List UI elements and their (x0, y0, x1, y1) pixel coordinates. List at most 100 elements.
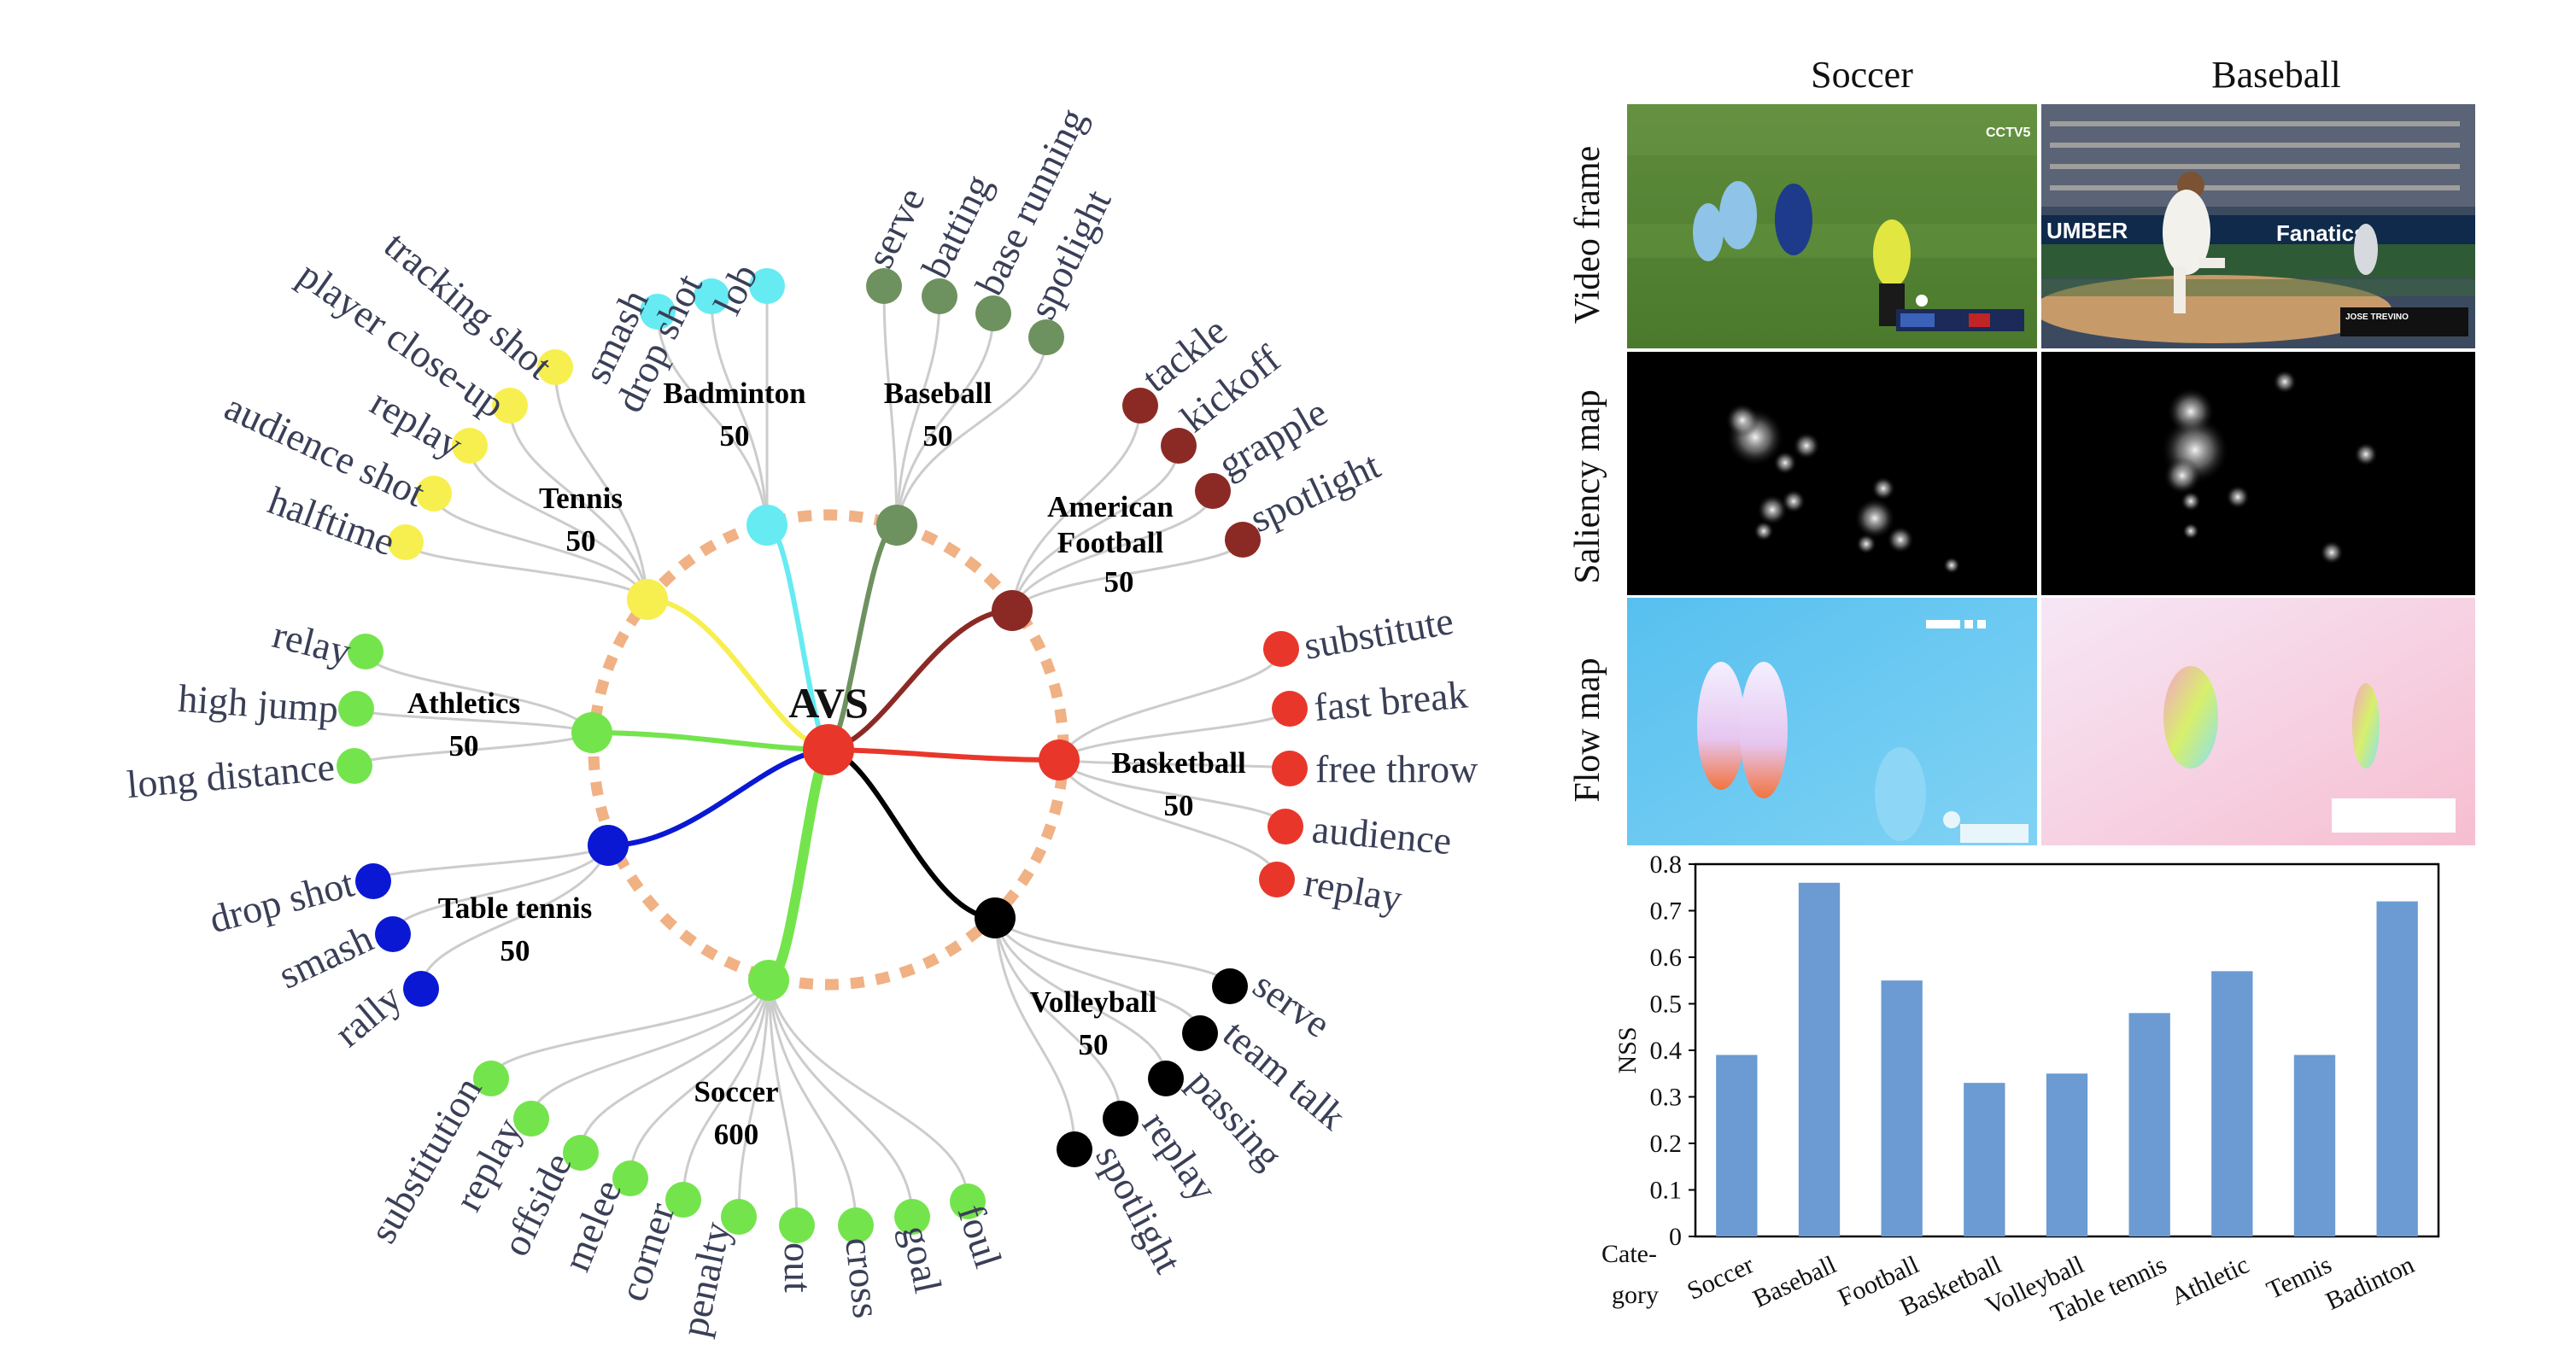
leaf-label-tabletennis-1: smash (272, 916, 379, 997)
leaf-node-athletics-2[interactable] (337, 748, 372, 784)
leaf-node-badminton-1[interactable] (694, 278, 729, 314)
leaf-node-volleyball-2[interactable] (1148, 1061, 1184, 1096)
leaf-node-tennis-4[interactable] (388, 524, 424, 560)
leaf-node-baseball-3[interactable] (1028, 319, 1064, 355)
leaf-node-basketball-3[interactable] (1268, 809, 1303, 845)
category-node-baseball[interactable] (876, 505, 917, 546)
leaf-node-volleyball-0[interactable] (1212, 968, 1248, 1004)
category-node-athletics[interactable] (571, 712, 612, 753)
x-tick-label: Volleyball (1982, 1250, 2088, 1320)
leaf-node-tennis-2[interactable] (452, 428, 488, 464)
leaf-node-soccer-7[interactable] (838, 1207, 874, 1243)
leaf-node-football-0[interactable] (1122, 388, 1158, 424)
leaf-link (993, 917, 1122, 1119)
leaf-label-soccer-7: cross (837, 1236, 889, 1320)
leaf-node-tabletennis-2[interactable] (403, 971, 439, 1007)
leaf-node-tabletennis-1[interactable] (375, 916, 411, 952)
baseball-ad-text: Fanatics (2276, 220, 2367, 246)
category-count-volleyball: 50 (1079, 1028, 1109, 1061)
leaf-link (656, 311, 769, 526)
leaf-node-basketball-0[interactable] (1263, 631, 1299, 667)
leaf-link (1010, 405, 1142, 611)
x-tick-label: Football (1834, 1250, 1923, 1312)
leaf-label-soccer-4: corner (611, 1197, 683, 1306)
leaf-node-volleyball-4[interactable] (1057, 1131, 1092, 1167)
leaf-label-basketball-3: audience (1310, 807, 1453, 862)
leaf-node-baseball-1[interactable] (922, 278, 957, 314)
category-node-badminton[interactable] (746, 505, 787, 546)
category-link-basketball (826, 747, 1062, 763)
leaf-node-football-1[interactable] (1161, 428, 1197, 464)
row-label-flow-map: Flow map (1568, 658, 1607, 803)
row-label-video-frame: Video frame (1568, 145, 1607, 324)
category-node-tennis[interactable] (627, 579, 668, 620)
leaf-link (1057, 759, 1279, 880)
category-count-baseball: 50 (923, 419, 953, 453)
leaf-link (372, 844, 609, 883)
leaf-node-soccer-2[interactable] (563, 1135, 599, 1171)
leaf-link (993, 917, 1168, 1079)
x-tick-label: Badinton (2321, 1250, 2419, 1315)
baseball-video-frame: UMBER Fanatics JOSE TREVINO (2041, 104, 2475, 348)
category-count-basketball: 50 (1164, 789, 1194, 822)
leaf-label-basketball-2: free throw (1315, 747, 1478, 791)
category-node-football[interactable] (992, 590, 1033, 631)
leaf-node-basketball-4[interactable] (1259, 862, 1295, 897)
leaf-node-soccer-6[interactable] (779, 1207, 815, 1243)
category-node-tabletennis[interactable] (588, 825, 629, 866)
category-node-soccer[interactable] (748, 960, 789, 1001)
leaf-node-volleyball-1[interactable] (1182, 1015, 1218, 1051)
baseball-flow-map (2041, 598, 2475, 845)
category-node-basketball[interactable] (1039, 739, 1080, 780)
leaf-link (419, 845, 610, 990)
leaf-link (895, 336, 1048, 526)
leaf-node-tennis-3[interactable] (416, 476, 452, 511)
bar-4 (2046, 1073, 2088, 1236)
leaf-link (993, 917, 1202, 1034)
row-label-saliency-map: Saliency map (1568, 389, 1607, 584)
leaf-node-tennis-0[interactable] (537, 349, 573, 385)
leaf-node-basketball-1[interactable] (1272, 691, 1308, 727)
leaf-label-soccer-9: foul (949, 1199, 1010, 1272)
y-tick-label: 0.4 (1650, 1037, 1683, 1065)
bar-1 (1798, 882, 1841, 1236)
root-label: AVS (788, 679, 869, 727)
leaf-node-baseball-0[interactable] (866, 268, 902, 304)
leaf-node-soccer-9[interactable] (950, 1184, 986, 1219)
leaf-node-badminton-2[interactable] (749, 268, 785, 304)
leaf-link (468, 445, 649, 600)
leaf-link (489, 979, 770, 1079)
y-tick-label: 0.1 (1650, 1177, 1683, 1205)
leaf-node-soccer-1[interactable] (513, 1101, 549, 1137)
bar-8 (2376, 901, 2418, 1236)
bar-3 (1964, 1083, 2005, 1236)
leaf-link (767, 979, 914, 1218)
y-axis-title: NSS (1613, 1026, 1642, 1073)
leaf-link (508, 405, 649, 600)
category-link-tabletennis (606, 747, 831, 848)
leaf-link (767, 979, 858, 1226)
leaf-node-football-2[interactable] (1195, 473, 1231, 509)
leaf-node-tabletennis-0[interactable] (355, 863, 391, 899)
leaf-node-volleyball-3[interactable] (1103, 1101, 1139, 1137)
category-link-tennis (645, 597, 831, 752)
leaf-label-basketball-1: fast break (1312, 672, 1469, 729)
leaf-node-athletics-0[interactable] (348, 634, 383, 669)
leaf-node-basketball-2[interactable] (1272, 751, 1308, 786)
leaf-node-football-3[interactable] (1225, 522, 1261, 558)
leaf-node-athletics-1[interactable] (338, 691, 374, 727)
leaf-node-tennis-1[interactable] (492, 388, 528, 424)
root-node[interactable] (803, 724, 854, 775)
leaf-node-soccer-8[interactable] (894, 1199, 930, 1235)
leaf-node-soccer-4[interactable] (665, 1182, 701, 1218)
leaf-node-soccer-5[interactable] (721, 1199, 757, 1235)
leaf-node-baseball-2[interactable] (975, 295, 1011, 331)
leaf-label-soccer-5: penalty (672, 1218, 739, 1340)
x-tick-label: Baseball (1748, 1250, 1841, 1313)
leaf-node-badminton-0[interactable] (640, 294, 676, 330)
leaf-link (682, 979, 770, 1201)
leaf-node-soccer-0[interactable] (473, 1061, 509, 1096)
leaf-link (767, 979, 799, 1226)
category-node-volleyball[interactable] (975, 897, 1016, 938)
leaf-node-soccer-3[interactable] (612, 1160, 648, 1196)
